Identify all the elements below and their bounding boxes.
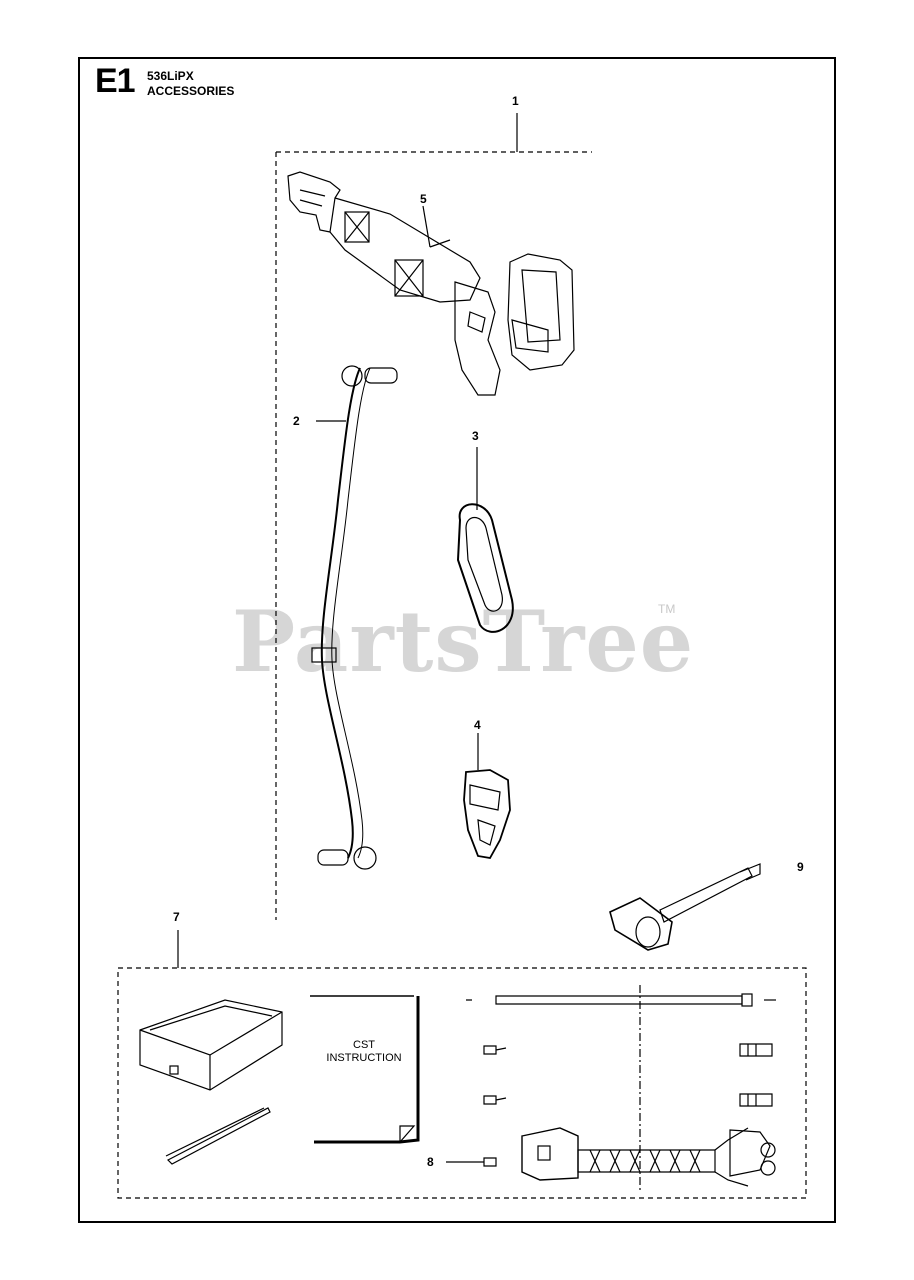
- group-7-bracket: [117, 967, 807, 1199]
- callout-2: 2: [293, 414, 300, 428]
- model-number: 536LiPX: [147, 69, 194, 83]
- section-title: ACCESSORIES: [147, 84, 235, 98]
- callout-9: 9: [797, 860, 804, 874]
- tool-kit-8: [446, 985, 776, 1190]
- callout-4: 4: [474, 718, 481, 732]
- callout-3: 3: [472, 429, 479, 443]
- storage-case: [139, 999, 283, 1091]
- instruction-booklet: [310, 995, 420, 1144]
- watermark-text: PartsTree: [232, 592, 695, 691]
- buckle-clip-4: [463, 733, 511, 859]
- section-code: E1: [95, 62, 136, 100]
- diagram-frame: [78, 57, 836, 1223]
- callout-7: 7: [173, 910, 180, 924]
- watermark-trademark: TM: [658, 602, 676, 616]
- tweezers: [165, 1107, 271, 1165]
- callout-8: 8: [427, 1155, 434, 1169]
- carabiner-3: [456, 447, 514, 633]
- booklet-label: CST INSTRUCTION: [316, 1039, 412, 1065]
- leader-5: [429, 239, 451, 248]
- callout-1: 1: [512, 94, 519, 108]
- callout-5: 5: [420, 192, 427, 206]
- booklet-label-line2: INSTRUCTION: [326, 1052, 402, 1064]
- booklet-label-line1: CST: [353, 1039, 375, 1051]
- harness-strap-5: [287, 171, 575, 396]
- cable-strap-2: [311, 365, 398, 870]
- combination-spanner-9: [609, 863, 761, 951]
